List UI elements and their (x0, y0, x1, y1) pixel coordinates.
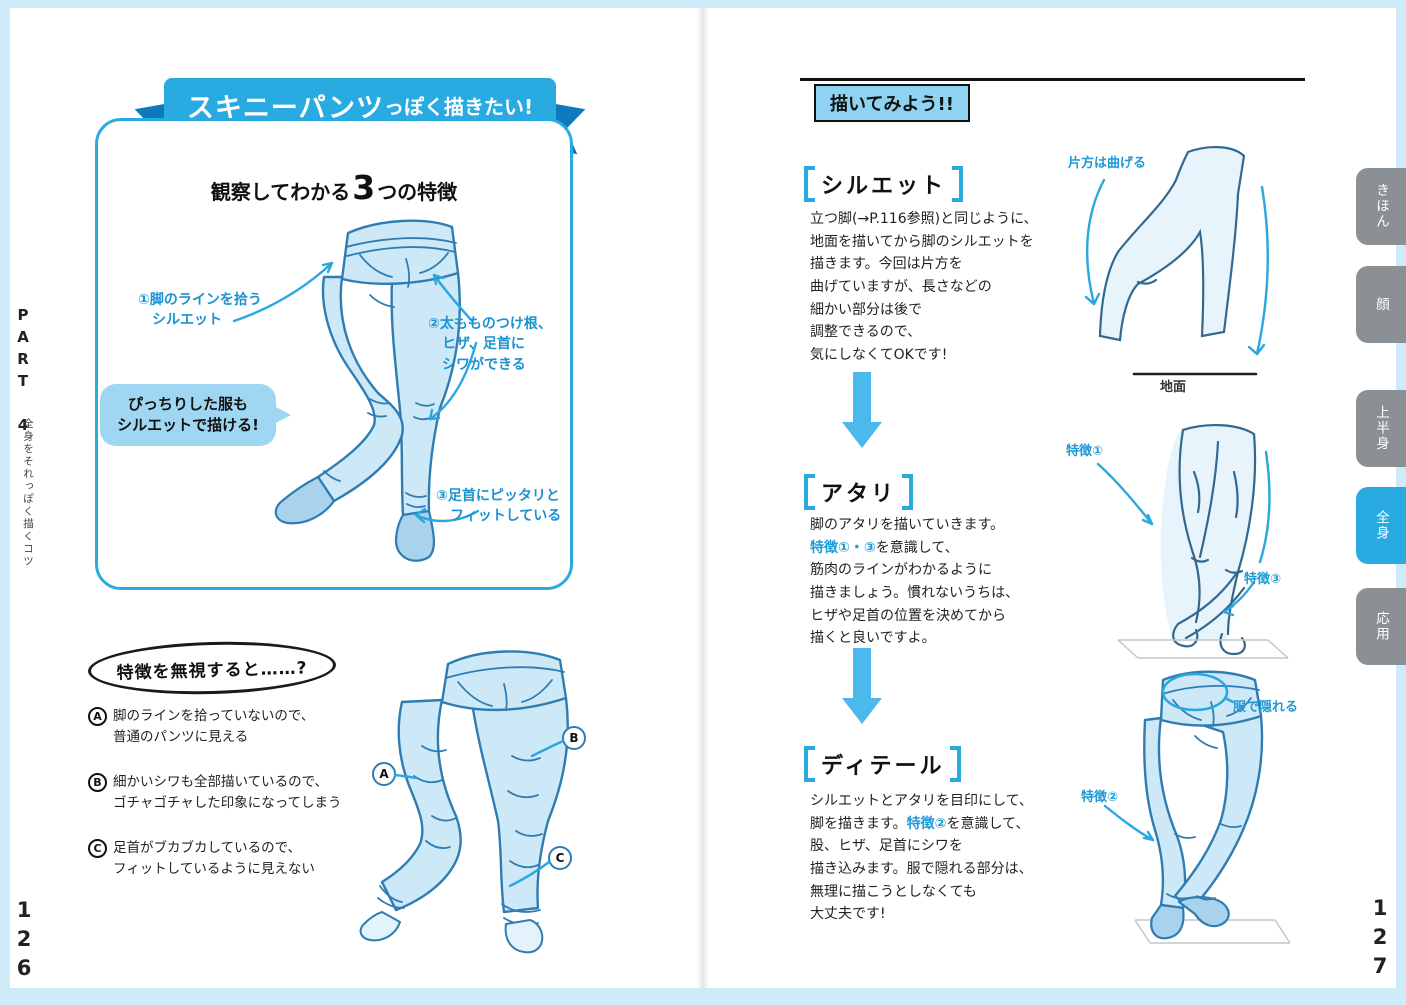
skinny-jeans-drawing (232, 219, 480, 562)
ignore-item-a: A 脚のラインを拾っていないので、 普通のパンツに見える (88, 706, 380, 748)
ignore-item-a-text: 脚のラインを拾っていないので、 普通のパンツに見える (113, 708, 315, 745)
flow-arrow-down-2 (842, 648, 882, 724)
annotation-hidden-by-clothes: 服で隠れる (1233, 700, 1299, 715)
bracket-right-icon (950, 746, 962, 782)
annotation-ground: 地面 (1160, 380, 1187, 395)
tab-full-body: 全身 (1356, 487, 1406, 564)
features-panel (95, 118, 573, 590)
tab-applications: 応用 (1356, 588, 1406, 665)
annotation-feature-3: 特徴③ (1244, 572, 1282, 587)
detail-drawing (1103, 670, 1291, 944)
bracket-left-icon (804, 166, 815, 202)
svg-text:B: B (569, 731, 578, 745)
ignore-item-c: C 足首がブカブカしているので、 フィットしているように見えない (88, 838, 380, 880)
book-spine (697, 8, 709, 988)
annotation-feature-1: 特徴① (1066, 444, 1104, 459)
bracket-left-icon (804, 474, 815, 510)
section-title-silhouette: シルエット (804, 166, 964, 202)
section-title-atari: アタリ (804, 474, 914, 510)
ignore-item-b: B 細かいシワも全部描いているので、 ゴチャゴチャした印象になってしまう (88, 772, 380, 814)
speech-bubble: ぴっちりした服も シルエットで描ける! (100, 384, 291, 446)
section-body-detail: シルエットとアタリを目印にして、 脚を描きます。特徴②を意識して、 股、ヒザ、足… (810, 793, 1033, 923)
sidebar-part-subtitle: 全身をそれっぽく描くコツ (22, 418, 34, 568)
bracket-left-icon (804, 746, 815, 782)
bracket-right-icon (952, 166, 964, 202)
section-body-atari: 脚のアタリを描いていきます。 特徴①・③を意識して、 筋肉のラインがわかるように… (810, 517, 1020, 647)
section-title-detail: ディテール (804, 746, 962, 782)
baggy-pants-drawing: A B C (359, 650, 586, 954)
figure-baggy-pants: A B C (352, 636, 637, 968)
figure-skinny-jeans-main (220, 203, 568, 585)
tab-upper-body: 上半身 (1356, 390, 1406, 467)
svg-text:C: C (556, 851, 565, 865)
bracket-right-icon (902, 474, 914, 510)
svg-text:A: A (379, 767, 389, 781)
header-rule (800, 78, 1305, 81)
page-number-right: 127 (1368, 896, 1392, 983)
try-it-header: 描いてみよう!! (814, 84, 970, 122)
ignore-item-b-text: 細かいシワも全部描いているので、 ゴチャゴチャした印象になってしまう (113, 774, 342, 811)
silhouette-drawing (1084, 146, 1269, 376)
feature-note-2: ②太もものつけ根、 ヒザ、足首に シワができる (428, 316, 552, 373)
circled-b-icon: B (88, 773, 107, 792)
section-body-silhouette: 立つ脚(→P.116参照)と同じように、 地面を描いてから脚のシルエットを 描き… (810, 211, 1038, 364)
figure-silhouette-step: 片方は曲げる 地面 (1038, 132, 1283, 397)
page-number-left: 126 (12, 898, 36, 985)
figure-detail-step: 服で隠れる 特徴② (1075, 658, 1300, 958)
atari-drawing (1096, 423, 1289, 659)
flow-arrow-down-1 (842, 372, 882, 448)
sidebar-part-label: PART 4 (14, 306, 32, 438)
figure-atari-step: 特徴① 特徴③ (1058, 412, 1293, 662)
feature-note-3: ③足首にピッタリと フィットしている (436, 488, 562, 525)
tab-face: 顔 (1356, 266, 1406, 343)
tab-basics: きほん (1356, 168, 1406, 245)
circled-a-icon: A (88, 707, 107, 726)
circled-c-icon: C (88, 839, 107, 858)
annotation-feature-2: 特徴② (1081, 790, 1119, 805)
feature-note-1: ①脚のラインを拾う シルエット (138, 292, 262, 329)
annotation-bend-one-leg: 片方は曲げる (1068, 156, 1147, 171)
ignore-item-c-text: 足首がブカブカしているので、 フィットしているように見えない (113, 840, 315, 877)
